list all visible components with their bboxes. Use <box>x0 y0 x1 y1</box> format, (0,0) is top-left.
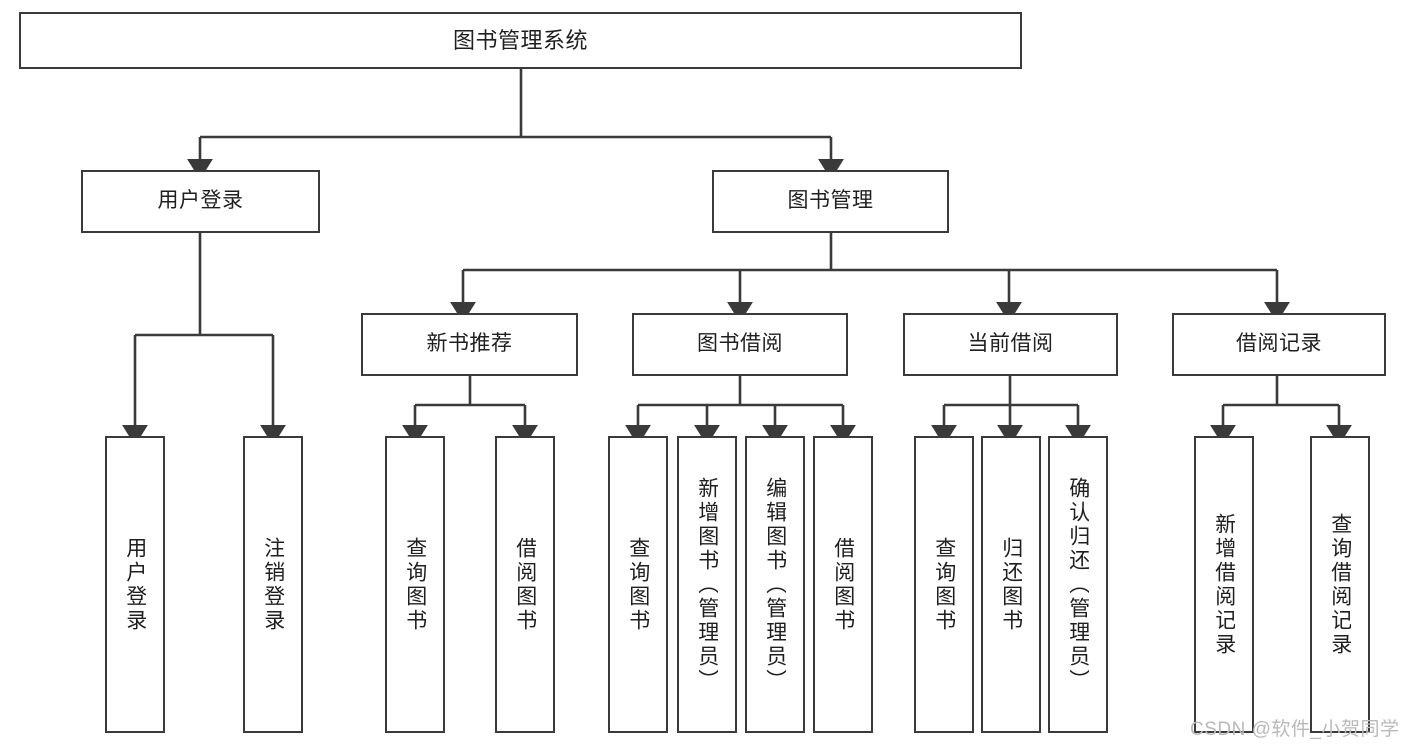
leaf-new-book-borrow[interactable]: 借阅图书 <box>495 436 555 733</box>
leaf-current-borrow-return-label: 归还图书 <box>1000 536 1022 633</box>
node-new-book-recommend-label: 新书推荐 <box>426 332 513 356</box>
leaf-current-borrow-query[interactable]: 查询图书 <box>914 436 974 733</box>
leaf-book-borrow-add-label: 新增图书（管理员） <box>696 476 718 693</box>
node-new-book-recommend[interactable]: 新书推荐 <box>361 313 578 376</box>
leaf-current-borrow-confirm[interactable]: 确认归还（管理员） <box>1048 436 1108 733</box>
leaf-user-login-signout[interactable]: 注销登录 <box>243 436 303 733</box>
node-user-login-label: 用户登录 <box>157 189 244 213</box>
leaf-borrow-record-add[interactable]: 新增借阅记录 <box>1194 436 1254 733</box>
node-borrow-records-label: 借阅记录 <box>1236 332 1322 356</box>
leaf-new-book-query-label: 查询图书 <box>404 536 426 633</box>
leaf-book-borrow-edit-label: 编辑图书（管理员） <box>764 476 786 693</box>
leaf-new-book-query[interactable]: 查询图书 <box>385 436 445 733</box>
leaf-book-borrow-lend-label: 借阅图书 <box>832 536 854 633</box>
node-book-borrow-label: 图书借阅 <box>697 332 783 356</box>
node-current-borrow-label: 当前借阅 <box>967 332 1054 356</box>
leaf-current-borrow-confirm-label: 确认归还（管理员） <box>1067 476 1089 693</box>
node-current-borrow[interactable]: 当前借阅 <box>903 313 1118 376</box>
leaf-borrow-record-add-label: 新增借阅记录 <box>1213 512 1235 657</box>
node-root-label: 图书管理系统 <box>452 27 588 53</box>
node-book-borrow[interactable]: 图书借阅 <box>632 313 848 376</box>
node-user-login[interactable]: 用户登录 <box>81 170 320 233</box>
leaf-new-book-borrow-label: 借阅图书 <box>514 536 536 633</box>
leaf-book-borrow-lend[interactable]: 借阅图书 <box>813 436 873 733</box>
node-root[interactable]: 图书管理系统 <box>19 12 1022 69</box>
leaf-book-borrow-add[interactable]: 新增图书（管理员） <box>677 436 737 733</box>
leaf-borrow-record-query[interactable]: 查询借阅记录 <box>1310 436 1370 733</box>
leaf-book-borrow-query[interactable]: 查询图书 <box>608 436 668 733</box>
leaf-current-borrow-query-label: 查询图书 <box>933 536 955 633</box>
leaf-user-login-signin[interactable]: 用户登录 <box>105 436 165 733</box>
leaf-user-login-signout-label: 注销登录 <box>262 536 284 633</box>
leaf-book-borrow-query-label: 查询图书 <box>627 536 649 633</box>
node-book-management[interactable]: 图书管理 <box>712 170 949 233</box>
leaf-book-borrow-edit[interactable]: 编辑图书（管理员） <box>745 436 805 733</box>
leaf-user-login-signin-label: 用户登录 <box>124 536 146 633</box>
leaf-borrow-record-query-label: 查询借阅记录 <box>1329 512 1351 657</box>
leaf-current-borrow-return[interactable]: 归还图书 <box>981 436 1041 733</box>
node-book-management-label: 图书管理 <box>787 189 874 213</box>
node-borrow-records[interactable]: 借阅记录 <box>1172 313 1386 376</box>
